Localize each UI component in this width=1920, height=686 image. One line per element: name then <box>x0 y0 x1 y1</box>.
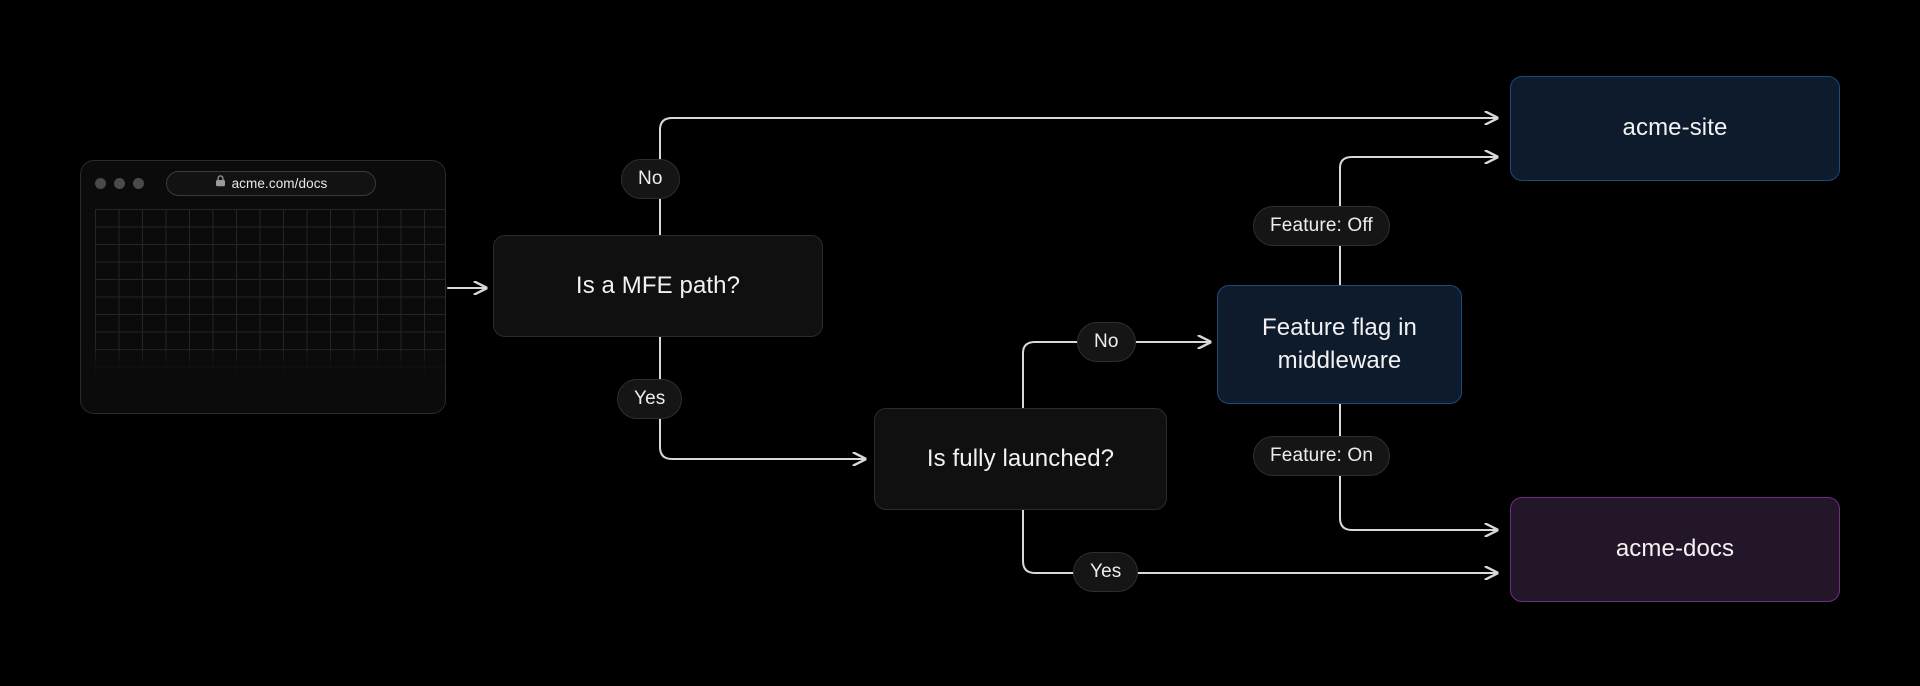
edge-label-text: Yes <box>634 388 666 409</box>
edge-label-text: No <box>638 168 663 189</box>
edge-label-mfe-no: No <box>621 159 680 199</box>
close-dot[interactable] <box>95 177 106 189</box>
edge-label-mfe-yes: Yes <box>617 379 683 419</box>
browser-chrome: acme.com/docs <box>81 161 445 205</box>
node-label: acme-site <box>1622 114 1728 142</box>
node-label: Is fully launched? <box>926 444 1115 472</box>
url-text: acme.com/docs <box>231 175 328 191</box>
edge-mfe-path-to-fully-launched <box>659 336 865 459</box>
edge-label-launched-no: No <box>1077 322 1136 362</box>
browser-window-mock: acme.com/docs <box>80 160 446 414</box>
edge-label-feature-off: Feature: Off <box>1253 206 1390 246</box>
node-label-line-1: Feature flag in <box>1262 313 1417 341</box>
node-label: acme-docs <box>1615 535 1735 563</box>
node-is-fully-launched[interactable]: Is fully launched? <box>874 408 1167 510</box>
node-acme-docs[interactable]: acme-docs <box>1510 497 1840 602</box>
edge-label-feature-on: Feature: On <box>1253 436 1391 476</box>
grid-placeholder <box>95 209 445 394</box>
lock-icon <box>215 174 226 192</box>
node-is-a-mfe-path[interactable]: Is a MFE path? <box>493 235 823 337</box>
browser-viewport <box>81 205 445 413</box>
minimize-dot[interactable] <box>114 177 125 189</box>
node-acme-site[interactable]: acme-site <box>1510 76 1840 181</box>
edge-label-launched-yes: Yes <box>1073 552 1139 592</box>
edge-label-text: Feature: Off <box>1270 215 1373 236</box>
node-label: Is a MFE path? <box>575 271 741 299</box>
maximize-dot[interactable] <box>133 177 144 189</box>
edge-label-text: Feature: On <box>1270 445 1374 466</box>
url-bar[interactable]: acme.com/docs <box>166 170 376 196</box>
edge-label-text: Yes <box>1090 561 1122 582</box>
node-feature-flag-in-middleware[interactable]: Feature flag in middleware <box>1217 285 1462 404</box>
traffic-lights <box>95 177 144 189</box>
edge-label-text: No <box>1094 331 1119 352</box>
node-label-line-2: middleware <box>1277 346 1402 374</box>
